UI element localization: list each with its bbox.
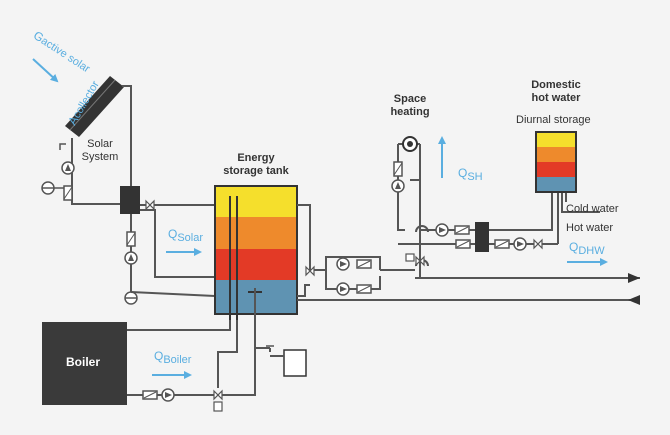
q-sh-label: QSH xyxy=(458,166,483,184)
space-heater-radiator xyxy=(402,136,418,152)
supply-line-arrow xyxy=(628,273,640,283)
boiler-label: Boiler xyxy=(66,355,101,369)
cold-water-label: Cold water xyxy=(566,203,619,215)
energy-storage-tank xyxy=(214,185,298,370)
tank-lower-pipe xyxy=(130,291,216,297)
space-heating-valve xyxy=(405,253,425,267)
space-heating-pump xyxy=(391,161,405,193)
expansion-vessel-solar xyxy=(41,181,64,195)
solar-system-label: Solar System xyxy=(81,138,119,163)
heating-pump-upper xyxy=(336,257,372,271)
auxiliary-vessel xyxy=(266,345,307,377)
dhw-pump xyxy=(494,237,543,251)
heating-pump-lower xyxy=(336,282,372,296)
sh-check-valve-lower xyxy=(455,239,471,249)
sh-pump-row-upper xyxy=(435,223,470,237)
hot-water-label: Hot water xyxy=(566,222,614,234)
solar-irradiance-arrow xyxy=(32,58,59,83)
dhw-pipes xyxy=(489,192,600,245)
q-boiler-label: QBoiler xyxy=(154,349,192,367)
q-solar-label: QSolar xyxy=(168,227,204,245)
q-dhw-label: QDHW xyxy=(569,240,605,258)
solar-pump xyxy=(61,161,75,175)
boiler xyxy=(42,322,127,405)
solar-lower-pump xyxy=(124,231,138,265)
dhw-storage-tank xyxy=(535,131,577,193)
dhw-heat-exchanger xyxy=(475,222,489,252)
mixing-valve-tank xyxy=(305,265,315,277)
return-line-arrow xyxy=(628,295,640,305)
boiler-pump xyxy=(142,388,175,402)
solar-check-valve xyxy=(63,185,73,201)
solar-heat-exchanger xyxy=(120,186,140,214)
space-heating-title: Space heating xyxy=(390,93,430,118)
boiler-mixing-valve xyxy=(213,389,223,412)
solar-collector xyxy=(65,76,124,137)
boiler-pipes xyxy=(127,320,270,396)
tank-right-pipes xyxy=(297,204,640,301)
solar-valve xyxy=(145,199,155,211)
dhw-title: Domestic hot water xyxy=(531,79,581,104)
expansion-vessel-lower xyxy=(124,291,138,305)
energy-storage-tank-title: Energy storage tank xyxy=(223,152,289,177)
dhw-subtitle: Diurnal storage xyxy=(516,114,591,126)
solar-air-vent xyxy=(59,143,66,150)
